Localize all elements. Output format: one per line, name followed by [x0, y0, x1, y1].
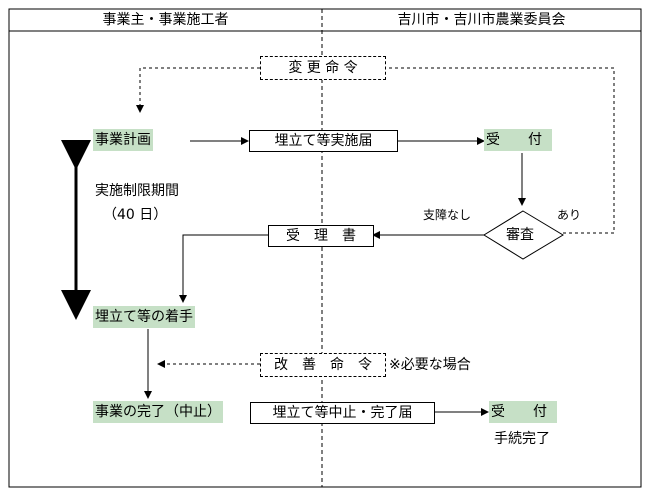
has-issue-label: あり [557, 208, 582, 222]
improvement-order-box: 改 善 命 令 [260, 353, 386, 377]
review-label: 審査 [506, 227, 534, 243]
period-label: 実施制限期間 [95, 183, 179, 199]
business-plan: 事業計画 [93, 129, 153, 151]
header-right: 吉川市・吉川市農業委員会 [397, 12, 566, 28]
header-left: 事業主・事業施工者 [102, 12, 229, 28]
no-problem-label: 支障なし [423, 208, 472, 222]
landfill-notice-box: 埋立て等実施届 [249, 130, 398, 152]
received-box-2: 受 付 [489, 401, 557, 423]
acceptance-letter-box: 受 理 書 [268, 225, 374, 247]
change-order-box: 変 更 命 令 [260, 56, 386, 80]
start-work: 埋立て等の着手 [93, 306, 195, 328]
outer-frame [8, 8, 642, 488]
change-order-to-plan [136, 67, 260, 113]
procedure-complete-label: 手続完了 [494, 431, 550, 447]
received-box-1: 受 付 [484, 129, 552, 151]
stop-complete-notice-box: 埋立て等中止・完了届 [250, 402, 435, 424]
arrow-acceptance-to-start [179, 234, 268, 303]
period-days: （40 日） [103, 207, 168, 223]
if-needed-note: ※必要な場合 [389, 357, 471, 373]
change-order-loop [384, 67, 615, 234]
completion: 事業の完了（中止） [93, 401, 223, 423]
review-diamond [483, 210, 564, 260]
